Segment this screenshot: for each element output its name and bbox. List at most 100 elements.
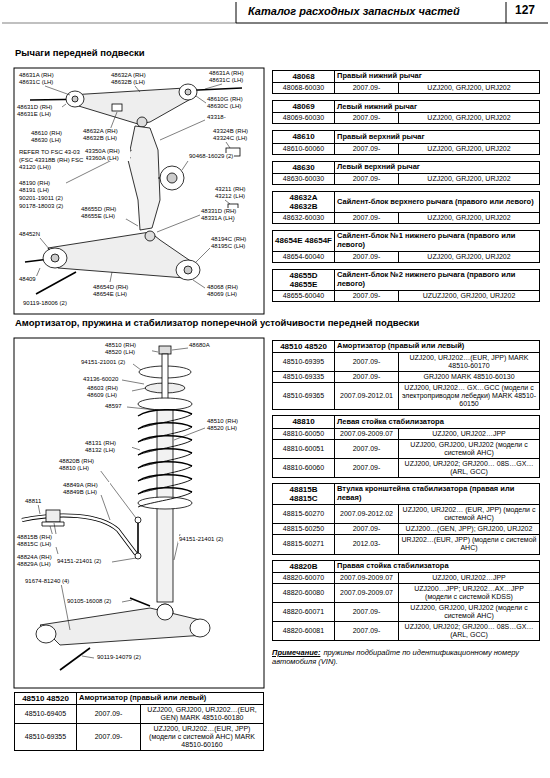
callout-number: 90201-19011 (2) [18,195,64,202]
page-header-rules [506,2,507,23]
callout-number: 48811 [24,498,42,505]
callout-number: REFER TO FSC 43-03 [18,149,81,156]
callout-number: 48632A (RH) 48632B (LH) [110,72,158,85]
table-cell: 2007.09- [335,603,399,622]
section-heading: Амортизатор, пружина и стабилизатор попе… [14,318,420,329]
part-name-heading: Сайлент-блок №2 нижнего рычага (правого … [335,270,540,291]
leader-line [205,84,222,89]
table-cell: 2007.09- [335,113,399,124]
spring-coil [138,462,192,468]
callout-number: (FSC 43318B (RH) FSC 43120 (LH)) [18,157,86,170]
steering-knuckle [167,173,177,183]
lower-arm [190,619,210,637]
table-cell: UZJ200, URJ202…JPP [399,429,540,440]
table-cell: 48810-60051 [273,440,335,459]
callout-number: 48131 (RH) 48132 (LH) [84,440,132,453]
table-cell: 48510-69405 [15,705,77,724]
part-name-heading: Амортизатор (правый или левый) [77,693,264,705]
part-name-heading: Втулка кронштейна стабилизатора (правая … [335,484,540,505]
upper-arm [137,117,147,127]
part-number-heading: 48820B [273,561,335,573]
figure-frame [14,68,264,314]
callout-number: 48603 (RH) 48609 (LH) [86,385,132,398]
callout-number: 43350A (RH) 43360A (LH) [84,148,130,161]
leader-line [38,504,40,514]
table-cell: 48510-69355 [15,724,77,751]
callout-number: 48849A (RH) 48849B (LH) [62,482,110,495]
callout-number: 90178-18003 (2) [18,203,64,210]
callout-number: 48409 [18,276,37,283]
callout-number: 48631A (RH) 48631C (LH) [208,70,256,83]
table-cell: 48820-60081 [273,622,335,641]
table-cell: 2007.09- [77,705,141,724]
table-cell: UZJ200, URJ202…(EUR, JPP) (модели с сист… [141,724,264,751]
page-number: 127 [514,4,536,17]
callout-number: 48631D (RH) 48631E (LH) [16,104,62,117]
callout-number: 48190 (RH) 48191 (LH) [18,180,66,193]
lower-arm [51,254,59,262]
lower-arm [176,260,200,280]
spring-coil [138,453,192,468]
table-cell: 48820-60080 [273,584,335,603]
shock-absorber [159,346,171,354]
stabilizer-bar [42,522,64,526]
table-cell: 2007.09- [335,622,399,641]
leader-line [172,348,188,350]
spring-coil [138,492,192,507]
parts-table: 48810Левая стойка стабилизатора48810-600… [272,415,540,477]
leader-line [196,96,206,103]
callout-number: 48452N [18,231,41,238]
leader-line [110,272,112,282]
lower-arm [145,231,155,241]
table-cell: 2007.09- [335,83,399,94]
spring-coil [138,427,192,442]
lower-arm [112,104,122,111]
parts-table: 48815B 48815CВтулка кронштейна стабилиза… [272,483,540,555]
parts-table: 48610Правый верхний рычаг48610-600602007… [272,130,540,154]
leader-line [45,86,70,95]
callout-number: 48820B (RH) 48810 (LH) [58,458,106,471]
callout-number: 90105-16008 (2) [66,598,112,605]
callout-number: 43211 (RH) 43212 (LH) [214,186,262,199]
table-cell: 48610-60060 [273,144,335,155]
table-cell: 2007.09-2012.02 [335,505,399,524]
leader-line [135,86,140,92]
table-cell: UZJ200, GRJ200, URJ202 [399,213,540,224]
leader-line [112,558,136,562]
callout-number: 48510 (RH) 48520 (LH) [104,342,152,355]
table-cell: 2007.09- [77,724,141,751]
lower-arm [130,598,150,606]
table-cell: GRJ200 MARK 48510-60130 [399,372,540,383]
shock-absorber [138,497,192,509]
leader-line [196,248,210,262]
part-name-heading: Амортизатор (правый или левый) [335,341,540,353]
spring-coil [138,488,192,494]
callout-number: 48597 [104,403,123,410]
parts-table: 48820BПравая стойка стабилизатора48820-6… [272,560,540,642]
leader-line [133,364,141,370]
part-number-heading: 48630 [273,162,335,174]
spring-coil [138,440,192,455]
table-cell: UZJ200, URJ202…JPP [399,573,540,584]
table-cell: UZJ200, URJ202; GRJ200… 08S…GX…(ARL, GCC… [399,459,540,478]
leader-line [122,600,132,602]
callout-number: 94151-21401 (2) [56,558,102,565]
table-cell: UZJ200…JPP; URJ202…AX…JPP (модели с сист… [399,584,540,603]
steering-knuckle [128,126,160,230]
part-name-heading: Левый верхний рычаг [335,162,540,174]
leader-line [182,161,188,170]
table-cell: UZJ200, URJ202…(EUR, JPP) MARK 48510-601… [399,353,540,372]
part-name-heading: Сайлент-блок верхнего рычага (правого ил… [335,192,540,213]
part-number-heading: 48654E 48654F [273,231,335,251]
table-cell: 2007.09-2012.01 [335,383,399,410]
shock-absorber [138,346,192,620]
part-name-heading: Правый верхний рычаг [335,131,540,143]
table-cell: 2007.09- [335,252,399,263]
spring-coil [138,449,192,455]
page-header-rules [236,23,548,24]
leader-line [122,380,144,384]
part-name-heading: Левый нижний рычаг [335,101,540,113]
upper-arm [66,91,84,107]
steering-knuckle [160,166,184,190]
leader-line [174,428,205,440]
